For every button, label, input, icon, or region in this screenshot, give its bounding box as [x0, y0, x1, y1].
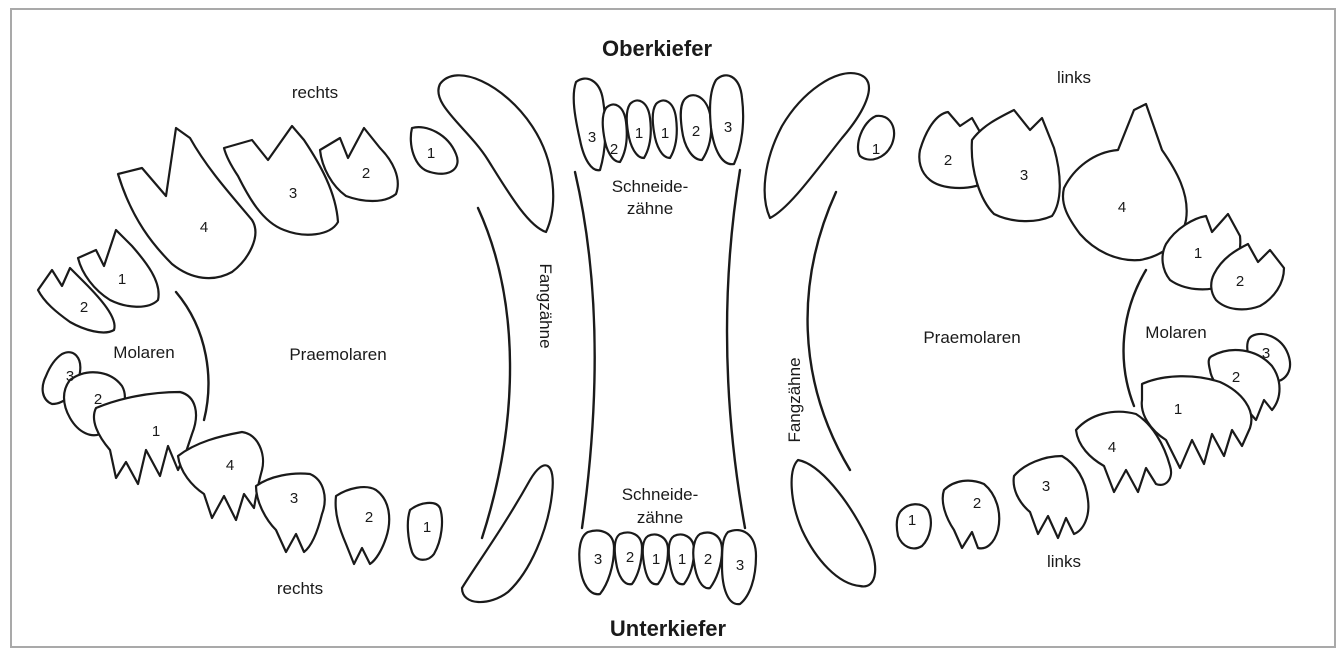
left-upper-label: links — [1057, 68, 1091, 87]
tooth-number: 4 — [226, 457, 234, 474]
tooth-number: 4 — [1118, 199, 1126, 216]
tooth-number: 1 — [678, 551, 686, 568]
tooth-number: 2 — [1232, 369, 1240, 386]
tooth-number: 1 — [1174, 401, 1182, 418]
lower-jaw-title: Unterkiefer — [610, 616, 727, 641]
right-upper-molars — [38, 230, 159, 332]
tooth-number: 1 — [118, 271, 126, 288]
upper-incisor-right-3 — [574, 79, 606, 171]
right-lower-premolars — [178, 432, 442, 564]
tooth-number: 2 — [362, 165, 370, 182]
tooth-number: 2 — [80, 299, 88, 316]
lower-canine-left — [792, 460, 876, 586]
right-upper-premolars — [118, 126, 458, 278]
left-lower-premolar-2 — [943, 481, 1000, 549]
tooth-number: 1 — [152, 423, 160, 440]
left-upper-premolar-4 — [1063, 104, 1187, 260]
right-upper-label: rechts — [292, 83, 338, 102]
molaren-left-label: Molaren — [1145, 323, 1206, 342]
tooth-number: 1 — [872, 141, 880, 158]
tooth-number: 2 — [626, 549, 634, 566]
upper-incisors-label-line2: zähne — [627, 199, 673, 218]
tooth-number: 1 — [635, 125, 643, 142]
tooth-number: 2 — [94, 391, 102, 408]
tooth-number: 3 — [66, 368, 74, 385]
left-upper-premolar-3 — [972, 110, 1060, 221]
upper-jaw-title: Oberkiefer — [602, 36, 712, 61]
right-lower-premolar-4 — [178, 432, 263, 520]
canines-label-right: Fangzähne — [536, 263, 555, 348]
tooth-number: 3 — [1262, 345, 1270, 362]
tooth-number: 3 — [290, 490, 298, 507]
tooth-number: 3 — [588, 129, 596, 146]
lower-incisors-label-line1: Schneide- — [622, 485, 699, 504]
lower-incisors-label-line2: zähne — [637, 508, 683, 527]
tooth-number: 2 — [610, 141, 618, 158]
tooth-number: 1 — [423, 519, 431, 536]
tooth-number: 1 — [908, 512, 916, 529]
left-lower-premolar-3 — [1014, 456, 1089, 538]
center-arc-left — [575, 172, 595, 528]
tooth-number: 2 — [704, 551, 712, 568]
tooth-number: 3 — [736, 557, 744, 574]
tooth-number: 3 — [1042, 478, 1050, 495]
tooth-number: 2 — [692, 123, 700, 140]
lower-incisors — [579, 530, 756, 604]
left-lower-label: links — [1047, 552, 1081, 571]
upper-incisors — [574, 75, 743, 170]
praemolaren-right-label: Praemolaren — [289, 345, 386, 364]
lower-canine-right — [462, 465, 553, 602]
canines-label-left: Fangzähne — [785, 357, 804, 442]
tooth-number: 2 — [973, 495, 981, 512]
tooth-number: 2 — [365, 509, 373, 526]
tooth-number: 3 — [594, 551, 602, 568]
upper-canine-left — [765, 73, 869, 218]
praemolaren-left-label: Praemolaren — [923, 328, 1020, 347]
right-lower-label: rechts — [277, 579, 323, 598]
tooth-number: 1 — [1194, 245, 1202, 262]
right-lower-molar-1 — [94, 392, 196, 484]
tooth-number: 2 — [944, 152, 952, 169]
tooth-number: 4 — [1108, 439, 1116, 456]
left-lower-premolars — [897, 412, 1171, 549]
tooth-number: 1 — [427, 145, 435, 162]
tooth-number: 3 — [724, 119, 732, 136]
center-arc-right — [727, 170, 745, 528]
left-upper-molars — [1163, 214, 1284, 309]
molaren-right-label: Molaren — [113, 343, 174, 362]
tooth-number: 1 — [652, 551, 660, 568]
canine-arc-right — [478, 208, 510, 538]
tooth-number: 2 — [1236, 273, 1244, 290]
tooth-number: 3 — [289, 185, 297, 202]
right-lower-premolar-2 — [336, 487, 390, 564]
tooth-number: 3 — [1020, 167, 1028, 184]
upper-incisors-label-line1: Schneide- — [612, 177, 689, 196]
tooth-number: 4 — [200, 219, 208, 236]
canine-arc-left — [808, 192, 850, 470]
right-lower-premolar-3 — [256, 474, 325, 553]
tooth-number: 1 — [661, 125, 669, 142]
